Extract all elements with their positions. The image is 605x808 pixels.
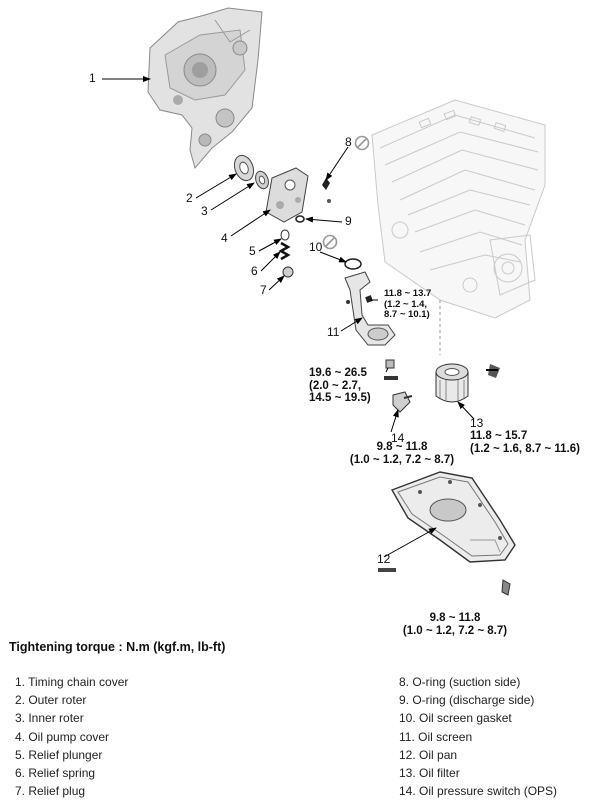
oil-filter xyxy=(435,363,500,403)
no-reuse-symbol-10 xyxy=(322,234,338,250)
legend-item: 2. Outer roter xyxy=(15,693,87,708)
oil-pan xyxy=(378,471,516,596)
relief-spring xyxy=(278,241,291,261)
outer-rotor xyxy=(233,154,255,182)
legend-item: 5. Relief plunger xyxy=(15,747,103,762)
oil-pressure-switch xyxy=(384,359,413,413)
callout-10: 10 xyxy=(309,240,323,254)
legend-item: 11. Oil screen xyxy=(399,729,473,744)
callout-14: 14 xyxy=(391,431,405,445)
callout-9: 9 xyxy=(345,214,352,228)
torque-oil-filter: 11.8 ~ 15.7 (1.2 ~ 1.6, 8.7 ~ 11.6) xyxy=(470,430,580,455)
engine-block xyxy=(371,99,546,319)
callout-2: 2 xyxy=(186,191,193,205)
callout-1: 1 xyxy=(89,71,96,85)
callout-8: 8 xyxy=(345,135,352,149)
legend-item: 14. Oil pressure switch (OPS) xyxy=(399,784,558,799)
relief-plunger xyxy=(280,229,290,241)
no-reuse-symbol-8 xyxy=(354,135,370,151)
oil-screen-gasket xyxy=(344,258,362,270)
legend-item: 6. Relief spring xyxy=(15,766,96,781)
legend-item: 9. O-ring (discharge side) xyxy=(399,693,535,708)
legend-item: 7. Relief plug xyxy=(15,784,86,799)
callout-6: 6 xyxy=(251,264,258,278)
legend-item: 12. Oil pan xyxy=(399,747,458,762)
callout-5: 5 xyxy=(249,244,256,258)
callout-7: 7 xyxy=(260,283,267,297)
leader-lines xyxy=(102,76,475,558)
torque-ops: 19.6 ~ 26.5 (2.0 ~ 2.7, 14.5 ~ 19.5) xyxy=(309,367,371,404)
torque-oil-pan: 9.8 ~ 11.8 (1.0 ~ 1.2, 7.2 ~ 8.7) xyxy=(402,612,508,637)
legend-item: 10. Oil screen gasket xyxy=(399,711,512,726)
torque-heading: Tightening torque : N.m (kgf.m, lb-ft) xyxy=(9,640,226,654)
legend-item: 1. Timing chain cover xyxy=(15,675,129,689)
legend-right: 8. O-ring (suction side) 9. O-ring (disc… xyxy=(399,673,557,800)
callout-11: 11 xyxy=(327,325,340,339)
callout-13: 13 xyxy=(470,416,484,430)
callout-3: 3 xyxy=(201,204,208,218)
callout-4: 4 xyxy=(221,231,228,245)
timing-chain-cover xyxy=(147,7,263,170)
o-ring-discharge xyxy=(295,215,305,223)
exploded-diagram: 1 2 3 4 5 6 7 8 9 10 11 12 13 14 11.8 ~ … xyxy=(89,7,580,637)
torque-pump-cover: 9.8 ~ 11.8 (1.0 ~ 1.2, 7.2 ~ 8.7) xyxy=(349,441,455,466)
legend-item: 3. Inner roter xyxy=(15,711,84,726)
inner-rotor xyxy=(255,170,269,190)
torque-oil-screen-bolt: 11.8 ~ 13.7 (1.2 ~ 1.4, 8.7 ~ 10.1) xyxy=(384,288,432,320)
o-ring-suction xyxy=(322,178,331,203)
oil-screen xyxy=(344,271,396,346)
relief-plug xyxy=(282,266,294,278)
legend-item: 13. Oil filter xyxy=(399,766,460,781)
legend-item: 8. O-ring (suction side) xyxy=(399,675,521,689)
callout-12: 12 xyxy=(377,552,391,566)
diagram-artwork xyxy=(102,7,546,596)
oil-pump-cover xyxy=(265,167,309,223)
legend-item: 4. Oil pump cover xyxy=(15,729,110,744)
legend-left: 1. Timing chain cover 2. Outer roter 3. … xyxy=(15,673,128,800)
